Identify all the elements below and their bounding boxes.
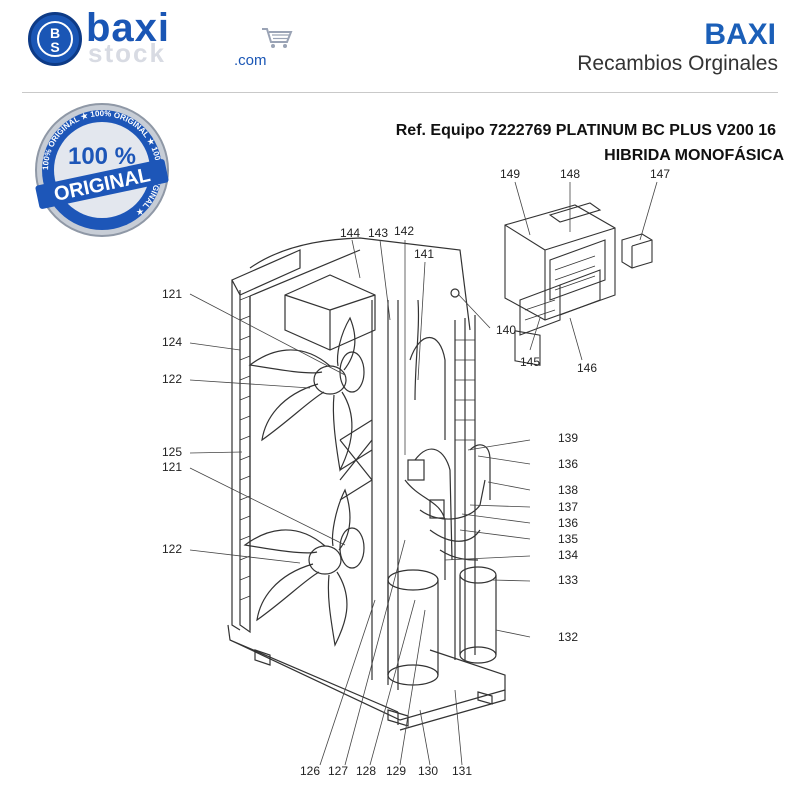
leader-lines [189,181,658,766]
equipment-reference: Ref. Equipo 7222769 PLATINUM BC PLUS V20… [395,122,776,139]
callout-145: 145 [520,355,540,369]
callout-121-top: 121 [162,287,182,301]
callout-138: 138 [558,483,578,497]
callout-147: 147 [650,167,670,181]
brand-title: BAXI [704,18,776,51]
callout-122-bottom: 122 [162,542,182,556]
callout-132: 132 [558,630,578,644]
callout-140: 140 [496,323,516,337]
callout-141: 141 [414,247,434,261]
callout-133: 133 [558,573,578,587]
control-board-drawing [504,202,653,366]
callout-137: 137 [558,500,578,514]
header-divider [22,92,778,93]
callout-144: 144 [340,226,360,240]
callout-146: 146 [577,361,597,375]
callout-121-bottom: 121 [162,460,182,474]
callout-143: 143 [368,226,388,240]
brand-subtitle: Recambios Orginales [577,52,778,75]
callout-149: 149 [500,167,520,181]
unit-drawing [227,237,506,731]
original-seal-badge: 100% ORIGINAL ★ 100% ORIGINAL ★ 100% ORI… [35,103,169,237]
callout-128: 128 [356,764,376,778]
logo-word-baxi: baxi [86,6,171,50]
callout-124: 124 [162,335,182,349]
callout-126: 126 [300,764,320,778]
callout-136-top: 136 [558,457,578,471]
callout-129: 129 [386,764,406,778]
callout-148: 148 [560,167,580,181]
callout-122-top: 122 [162,372,182,386]
callout-127: 127 [328,764,348,778]
callout-130: 130 [418,764,438,778]
callout-136-bottom: 136 [558,516,578,530]
callout-139: 139 [558,431,578,445]
logo-domain: .com [234,52,267,69]
callout-142: 142 [394,224,414,238]
callout-134: 134 [558,548,578,562]
logo-word-stock: stock [88,38,166,68]
seal-big-text: 100 % [68,143,136,170]
callout-labels: 149 148 147 144 143 142 141 140 145 146 … [162,167,670,778]
shopping-cart-icon [262,28,293,48]
callout-131: 131 [452,764,472,778]
monogram-top-letter: B [49,25,61,41]
callout-135: 135 [558,532,578,546]
callout-125: 125 [162,445,182,459]
monogram-bottom-letter: S [50,39,60,55]
equipment-variant: HIBRIDA MONOFÁSICA [604,147,784,164]
